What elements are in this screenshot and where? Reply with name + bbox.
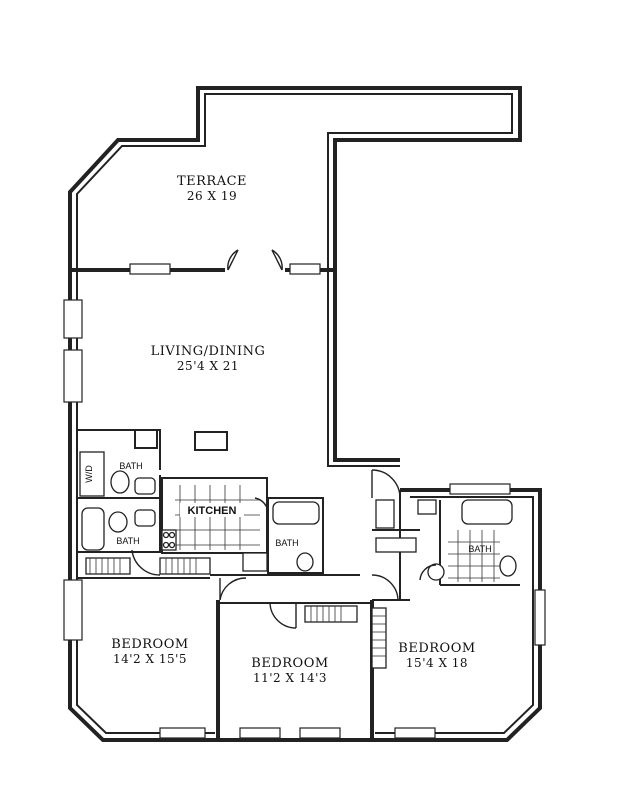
bath-right-label: BATH [468,544,491,554]
bath-upper-left-label: BATH [119,461,142,471]
bedroom-left-label: BEDROOM [111,637,188,652]
living-dining-label: LIVING/DINING [151,344,266,359]
bath-center-label: BATH [275,538,298,548]
laundry-label: W/D [84,465,94,483]
bedroom-left-dims: 14'2 X 15'5 [113,652,187,666]
right-bath-floor-tiles [448,530,500,582]
terrace-doors [227,249,283,271]
terrace-outline [68,86,522,270]
windows [63,263,546,739]
terrace-dims: 26 X 19 [187,189,237,203]
kitchen-label: KITCHEN [188,505,237,517]
bedroom-right-label: BEDROOM [398,641,475,656]
door-swings [131,469,437,629]
interior-walls [77,429,520,740]
terrace-label: TERRACE [177,174,247,189]
bedroom-center-label: BEDROOM [251,656,328,671]
bedroom-center-dims: 11'2 X 14'3 [253,671,327,685]
bedroom-right-dims: 15'4 X 18 [406,656,468,670]
living-dining-dims: 25'4 X 21 [177,359,239,373]
closets [85,499,437,669]
bath-fixtures [79,451,517,581]
bath-lower-left-label: BATH [116,536,139,546]
kitchen-floor-tiles [175,485,260,550]
